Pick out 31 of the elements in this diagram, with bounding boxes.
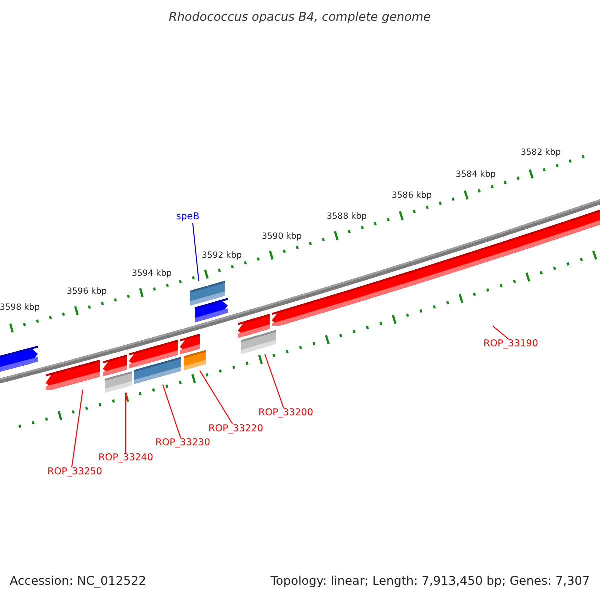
gene-feature — [238, 314, 276, 354]
gene-label: speB — [176, 212, 200, 224]
leader-line — [200, 370, 234, 426]
gene-label: ROP_33230 — [156, 438, 210, 450]
gene-feature — [46, 360, 100, 390]
leader-line — [264, 354, 284, 410]
leader-line — [162, 384, 182, 440]
scale-label: 3586 kbp — [392, 192, 432, 202]
gene-feature — [129, 340, 181, 385]
title: Rhodococcus opacus B4, complete genome — [169, 11, 431, 25]
scale-label: 3582 kbp — [520, 149, 562, 159]
scale-label: 3588 kbp — [326, 213, 368, 223]
scale-label: 3590 kbp — [262, 233, 302, 243]
scale-label: 3596 kbp — [66, 288, 108, 298]
scale-label: 3584 kbp — [456, 171, 496, 181]
gene-feature — [190, 281, 228, 323]
scale-label: 3592 kbp — [202, 252, 242, 262]
gene-feature — [180, 334, 206, 371]
footer-text: Topology: linear; Length: 7,913,450 bp; Genes: 7,307 — [270, 575, 590, 589]
gene-label: ROP_33250 — [48, 468, 102, 478]
leader-line — [492, 326, 510, 340]
scale-label: 3594 kbp — [132, 270, 172, 280]
gene-label: ROP_33190 — [484, 340, 538, 350]
gene-feature — [103, 354, 132, 393]
gene-label: ROP_33240 — [98, 454, 154, 464]
gene-label: ROP_33200 — [258, 408, 314, 420]
leader-line — [192, 222, 200, 282]
footer-text: Accession: NC_012522 — [10, 575, 146, 589]
leader-line — [72, 389, 84, 468]
gene-label: ROP_33220 — [208, 424, 264, 436]
scale-label: 3598 kbp — [0, 304, 40, 314]
